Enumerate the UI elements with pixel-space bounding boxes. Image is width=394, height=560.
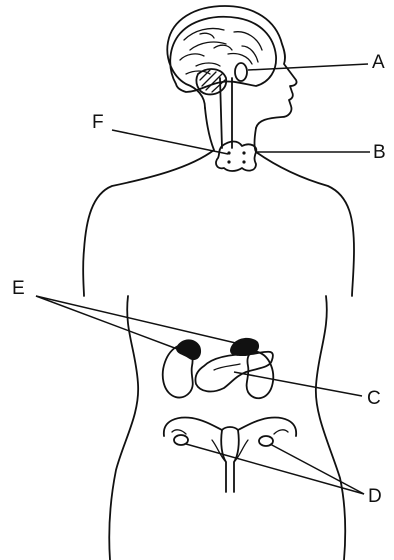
label-c: C xyxy=(367,388,381,409)
leader-line-c xyxy=(234,372,362,396)
thyroid-gland xyxy=(216,142,256,172)
thyroid-dot-4 xyxy=(242,160,245,163)
pituitary-gland xyxy=(235,63,247,81)
label-f: F xyxy=(92,112,104,133)
label-a: A xyxy=(372,52,385,73)
reproductive-organs xyxy=(164,418,296,492)
leader-line-a xyxy=(248,64,368,70)
label-b: B xyxy=(373,142,386,163)
label-e: E xyxy=(12,278,25,299)
body-outline xyxy=(83,108,354,296)
label-d: D xyxy=(368,486,382,507)
thyroid-dot-3 xyxy=(227,160,230,163)
brain xyxy=(170,17,276,148)
leader-line-e-2 xyxy=(36,296,240,344)
left-ovary xyxy=(174,435,188,445)
leader-line-d-2 xyxy=(270,444,364,494)
thyroid-dot-2 xyxy=(242,151,245,154)
leader-line-e-1 xyxy=(36,296,180,350)
